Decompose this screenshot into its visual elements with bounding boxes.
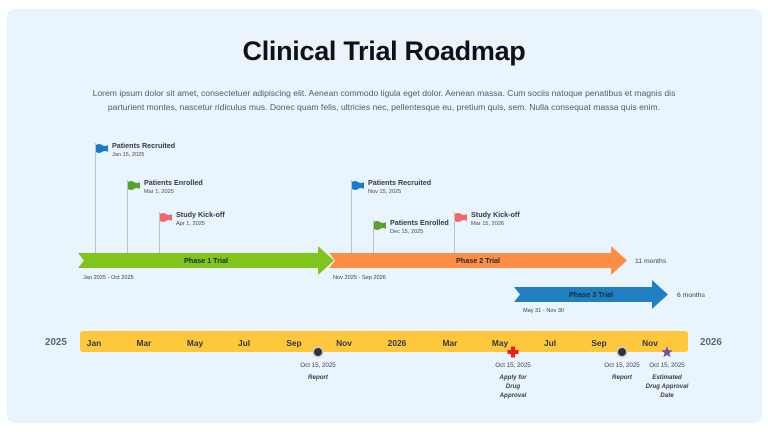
report-dot-icon [312, 346, 324, 358]
month-label: Jul [543, 338, 557, 348]
event-date: Oct 15, 2025 [300, 362, 336, 369]
phase-label: Phase 3 Trial [569, 290, 613, 299]
red-cross-icon [507, 346, 519, 358]
milestone-title: Patients Enrolled [390, 218, 449, 227]
blue-flag-icon [352, 181, 364, 190]
page-title: Clinical Trial Roadmap [242, 36, 526, 66]
phase-range: May 31 - Nov 30 [523, 308, 565, 314]
green-flag-icon [374, 221, 386, 230]
start-year: 2025 [45, 337, 67, 348]
roadmap-card [7, 9, 762, 423]
milestone-title: Study Kick-off [176, 210, 225, 219]
milestone-date: Jan 15, 2025 [112, 152, 145, 158]
event-label: Report [612, 374, 632, 381]
phase-3-arrow-shape [514, 280, 668, 309]
event-label: Report [308, 374, 328, 381]
phase-label: Phase 1 Trial [184, 256, 228, 265]
phase-1-arrow-shape [78, 246, 334, 275]
flag-pole [127, 180, 128, 253]
blue-flag-icon [96, 144, 108, 153]
month-label: Jul [237, 338, 251, 348]
event-date: Oct 15, 2025 [495, 362, 531, 369]
month-label: Sep [591, 338, 607, 348]
event-date: Oct 15, 2025 [649, 362, 685, 369]
milestone-date: Mar 1, 2025 [144, 189, 174, 195]
flag-pole [351, 180, 352, 253]
phase-range: Nov 2025 - Sep 2026 [333, 275, 386, 281]
month-label: Mar [136, 338, 152, 348]
phase-2-arrow: Phase 2 Trial [329, 246, 627, 275]
end-year: 2026 [700, 337, 722, 348]
milestone-date: Apr 1, 2025 [176, 221, 205, 227]
phase-duration: 11 months [635, 258, 667, 265]
month-label: May [491, 338, 509, 348]
flag-pole [95, 143, 96, 253]
phase-1-arrow: Phase 1 Trial [78, 246, 334, 275]
purple-star-icon [661, 346, 673, 358]
milestone-date: Dec 15, 2025 [390, 229, 424, 235]
milestone-title: Patients Recruited [368, 178, 432, 187]
milestone-title: Patients Recruited [112, 141, 176, 150]
event-label: Estimated Drug Approval Date [645, 374, 689, 399]
flag-pole [159, 212, 160, 253]
description: Lorem ipsum dolor sit amet, consectetuer… [92, 88, 676, 112]
green-flag-icon [128, 181, 140, 190]
red-flag-icon [455, 213, 467, 222]
month-label: Nov [336, 338, 352, 348]
milestone-title: Study Kick-off [471, 210, 520, 219]
flag-pole [454, 212, 455, 253]
phase-3-arrow: Phase 3 Trial [514, 280, 668, 309]
month-label: May [186, 338, 204, 348]
red-flag-icon [160, 213, 172, 222]
month-label: Jan [86, 338, 102, 348]
phase-range: Jan 2025 - Oct 2025 [83, 275, 134, 281]
milestone-date: Mar 15, 2026 [471, 221, 504, 227]
timeline-bar [80, 331, 688, 352]
month-label: Nov [642, 338, 658, 348]
report-dot-icon [616, 346, 628, 358]
month-label: 2026 [387, 338, 407, 348]
month-label: Mar [442, 338, 458, 348]
milestone-date: Nov 15, 2025 [368, 189, 402, 195]
phase-duration: 6 months [677, 292, 705, 299]
flag-pole [373, 220, 374, 253]
phase-2-arrow-shape [329, 246, 627, 275]
event-label: Apply for Drug Approval [499, 374, 527, 399]
milestone-title: Patients Enrolled [144, 178, 203, 187]
event-date: Oct 15, 2025 [604, 362, 640, 369]
month-label: Sep [286, 338, 302, 348]
phase-label: Phase 2 Trial [456, 256, 500, 265]
